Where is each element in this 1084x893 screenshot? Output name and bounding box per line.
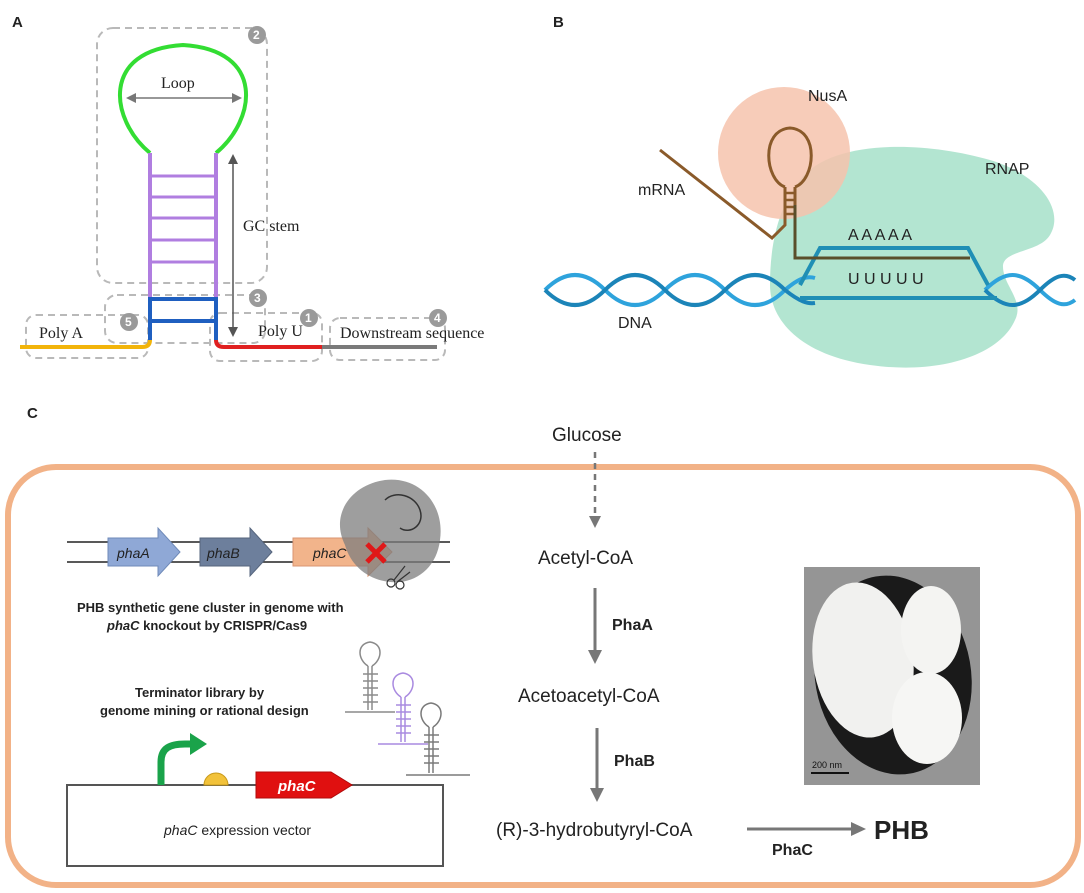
mrna-in-bubble [793,205,970,260]
region-number-1: 1 [300,309,318,327]
region-box-1 [209,312,323,362]
tem-micrograph: 200 nm [804,567,980,785]
vector-phaC-gene: phaC [255,771,353,799]
arrowhead-phaC [851,822,866,836]
loop-label: Loop [161,75,195,92]
u-bases: U U U U U [848,271,924,288]
dna-strand-2-right [983,273,1077,307]
svg-text:2: 2 [253,28,260,42]
region-number-4: 4 [429,309,447,327]
cluster-caption-rest: knockout by CRISPR/Cas9 [140,618,308,633]
vector-caption-gene: phaC [163,822,198,838]
region-box-5 [25,314,149,359]
gc-stem-label: GC stem [243,218,300,235]
expression-vector-box [66,784,444,867]
library-line1: Terminator library by [135,685,265,700]
nusa-label: NusA [808,88,847,105]
poly-a-label: Poly A [39,325,83,342]
dna-label: DNA [618,315,652,332]
cluster-caption-line2: phaC knockout by CRISPR/Cas9 [106,618,307,633]
panel-label-b: B [553,14,564,31]
scissors-icon [386,565,411,590]
panel-label-c: C [27,405,38,422]
svg-text:phaA: phaA [116,545,150,561]
rbs-icon [203,772,229,786]
cluster-caption-gene: phaC [106,618,140,633]
region-box-2 [96,27,268,284]
poly-u-strand [214,339,322,349]
arrowhead-phaB [590,788,604,802]
gc-arrowhead-top [228,154,238,164]
poly-a-strand [20,339,152,349]
loop-arrowhead-right [232,93,242,103]
glucose-arrowhead [589,516,601,528]
poly-u-label: Poly U [258,323,303,340]
region-box-4 [329,317,446,361]
region-box-3 [104,294,266,344]
phb-product-label: PHB [874,815,929,845]
terminator-hairpin-1 [345,641,395,713]
nusa-shape [718,87,850,219]
scale-bar-label: 200 nm [812,760,842,770]
svg-text:phaC: phaC [312,545,347,561]
hydroxybutyryl-coa-label: (R)-3-hydrobutyryl-CoA [496,820,693,841]
vector-caption-rest: expression vector [197,822,311,838]
acetoacetyl-coa-label: Acetoacetyl-CoA [518,686,660,707]
region-number-5: 5 [120,313,138,331]
svg-text:4: 4 [434,311,441,325]
svg-text:5: 5 [125,315,132,329]
cas9-protein [339,479,441,583]
mrna-hairpin-loop [767,126,813,189]
glucose-label: Glucose [552,425,622,446]
bubble-template-strand [798,246,990,286]
dna-strand-2-left [543,273,816,307]
svg-text:phaC: phaC [277,778,317,795]
region-number-3: 3 [249,289,267,307]
phaA-enzyme-label: PhaA [612,617,653,634]
svg-text:1: 1 [305,311,312,325]
phaC-enzyme-label: PhaC [772,842,813,859]
cell-outline [5,464,1081,888]
panel-label-a: A [12,14,23,31]
hairpin-loop [118,42,248,155]
cut-x-icon [365,542,387,564]
acetyl-coa-label: Acetyl-CoA [538,548,633,569]
cluster-caption-line1: PHB synthetic gene cluster in genome wit… [77,600,344,615]
downstream-label: Downstream sequence [340,325,484,342]
library-line2: genome mining or rational design [100,703,309,718]
terminator-hairpin-3 [406,702,470,776]
stem-base-pairs [150,174,216,264]
svg-text:3: 3 [254,291,261,305]
promoter-arrow-icon [157,733,207,785]
svg-text:phaB: phaB [206,545,240,561]
region-number-2: 2 [248,26,266,44]
mrna-label: mRNA [638,182,685,199]
guide-rna [384,494,422,531]
loop-arrowhead-left [126,93,136,103]
arrowhead-phaA [588,650,602,664]
gene-phaA: phaA [107,526,181,578]
a-bases: A A A A A [848,227,912,244]
vector-caption: phaC expression vector [163,822,311,838]
rnap-label: RNAP [985,161,1029,178]
terminator-hairpin-2 [378,672,428,745]
gene-phaB: phaB [199,526,273,578]
phaB-enzyme-label: PhaB [614,753,655,770]
gc-arrowhead-bottom [228,327,238,337]
mrna-hairpin-pairs [785,191,795,216]
